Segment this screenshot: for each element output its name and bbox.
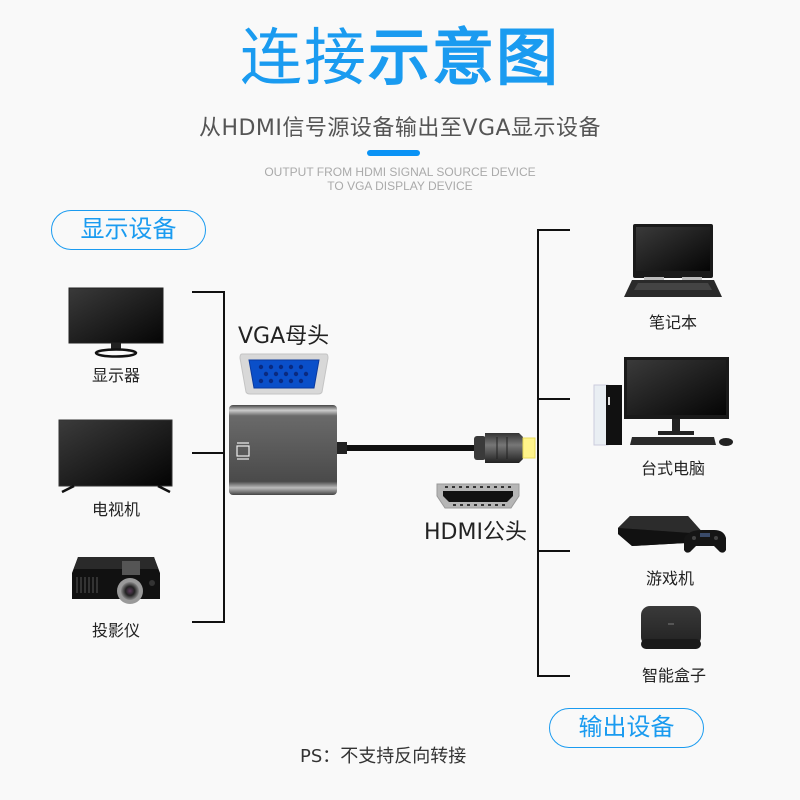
monitor-icon [68, 287, 164, 359]
title-bold: 示意图 [368, 21, 561, 94]
device-label-tv-box: 智能盒子 [641, 666, 706, 685]
hdmi-port-icon [435, 482, 521, 512]
laptop-icon [622, 222, 724, 300]
right-bracket-2 [537, 398, 570, 400]
left-bracket-vertical [223, 291, 225, 623]
tv-box-icon [638, 603, 704, 653]
vga-port-icon [238, 352, 330, 396]
right-bracket-4 [537, 675, 570, 677]
device-label-tv: 电视机 [91, 500, 140, 519]
device-label-monitor: 显示器 [91, 366, 140, 385]
english-caption-line1: OUTPUT FROM HDMI SIGNAL SOURCE DEVICE [264, 165, 536, 179]
vga-female-label: VGA母头 [238, 324, 330, 349]
english-caption-line2: TO VGA DISPLAY DEVICE [327, 179, 473, 193]
right-bracket-1 [537, 229, 570, 231]
right-bracket-3 [537, 550, 570, 552]
device-label-projector: 投影仪 [91, 621, 140, 640]
game-console-icon [616, 512, 728, 558]
output-devices-pill: 输出设备 [549, 708, 704, 748]
desktop-pc-icon [592, 355, 737, 447]
left-bracket-bottom [192, 621, 225, 623]
projector-icon [70, 551, 162, 605]
left-bracket-mid [192, 452, 225, 454]
display-devices-pill: 显示设备 [51, 210, 206, 250]
reverse-conversion-note: PS：不支持反向转接 [300, 746, 467, 767]
hdmi-male-label: HDMI公头 [424, 520, 527, 545]
english-caption: OUTPUT FROM HDMI SIGNAL SOURCE DEVICE TO… [0, 165, 800, 193]
title-light: 连接 [239, 21, 368, 94]
device-label-console: 游戏机 [645, 569, 694, 588]
tv-icon [58, 419, 174, 495]
accent-bar [367, 150, 420, 156]
device-label-desktop: 台式电脑 [640, 459, 705, 478]
left-bracket-top [192, 291, 225, 293]
right-bracket-vertical [537, 229, 539, 677]
subtitle: 从HDMI信号源设备输出至VGA显示设备 [198, 116, 602, 141]
page-title: 连接示意图 [0, 22, 800, 94]
device-label-laptop: 笔记本 [648, 313, 697, 332]
adapter-body [229, 405, 549, 500]
